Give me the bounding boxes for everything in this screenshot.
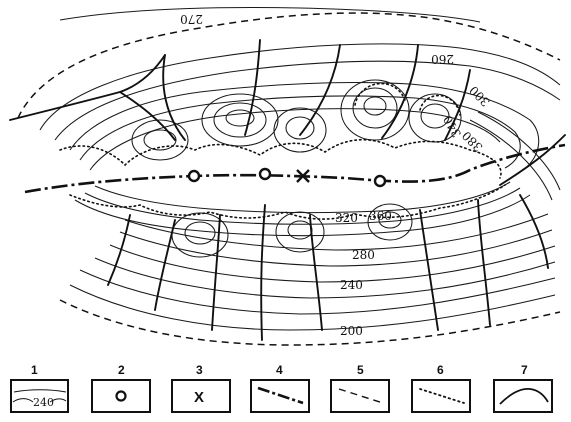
contour-label-320: 320 xyxy=(335,211,358,225)
legend-box-3 xyxy=(171,379,231,413)
legend-contour-label: 240 xyxy=(33,396,54,409)
legend-number-3: 3 xyxy=(196,363,203,377)
legend-summit-circle-icon xyxy=(115,390,127,402)
outer-contours xyxy=(39,6,561,331)
lower-dashed-boundary xyxy=(59,299,561,346)
legend-number-6: 6 xyxy=(437,363,444,377)
legend-contour-sample xyxy=(12,398,34,403)
contour-label-300: 300 xyxy=(467,83,493,109)
legend-axis-line xyxy=(257,386,304,405)
contour-label-200: 200 xyxy=(340,324,363,338)
contour-label-360: 360 xyxy=(369,209,392,223)
legend-box-7 xyxy=(493,379,553,413)
legend-number-2: 2 xyxy=(118,363,125,377)
legend-number-5: 5 xyxy=(357,363,364,377)
summit-circle-1 xyxy=(187,169,201,183)
legend-box-5 xyxy=(330,379,390,413)
saddle-cross xyxy=(296,169,310,183)
contour-label-280: 280 xyxy=(352,248,375,262)
legend-stream-line xyxy=(499,388,549,405)
contour-label-270: 270 xyxy=(180,12,203,26)
legend: 1 240 2 3 X 4 5 6 7 xyxy=(10,363,553,413)
watershed-axis xyxy=(24,143,566,194)
legend-box-1 xyxy=(10,379,69,413)
contour-label-240: 240 xyxy=(340,278,363,292)
upper-dashed-boundary xyxy=(17,12,561,119)
legend-number-7: 7 xyxy=(521,363,528,377)
dotted-contour-lines xyxy=(59,82,506,220)
stream-lines xyxy=(9,39,566,341)
legend-number-4: 4 xyxy=(276,363,283,377)
summit-circle-3 xyxy=(373,174,387,188)
legend-saddle-cross-icon: X xyxy=(194,389,204,406)
contour-label-260: 260 xyxy=(431,52,454,66)
legend-number-1: 1 xyxy=(31,363,38,377)
legend-dashed-line xyxy=(338,388,384,404)
summit-circle-2 xyxy=(258,167,272,181)
